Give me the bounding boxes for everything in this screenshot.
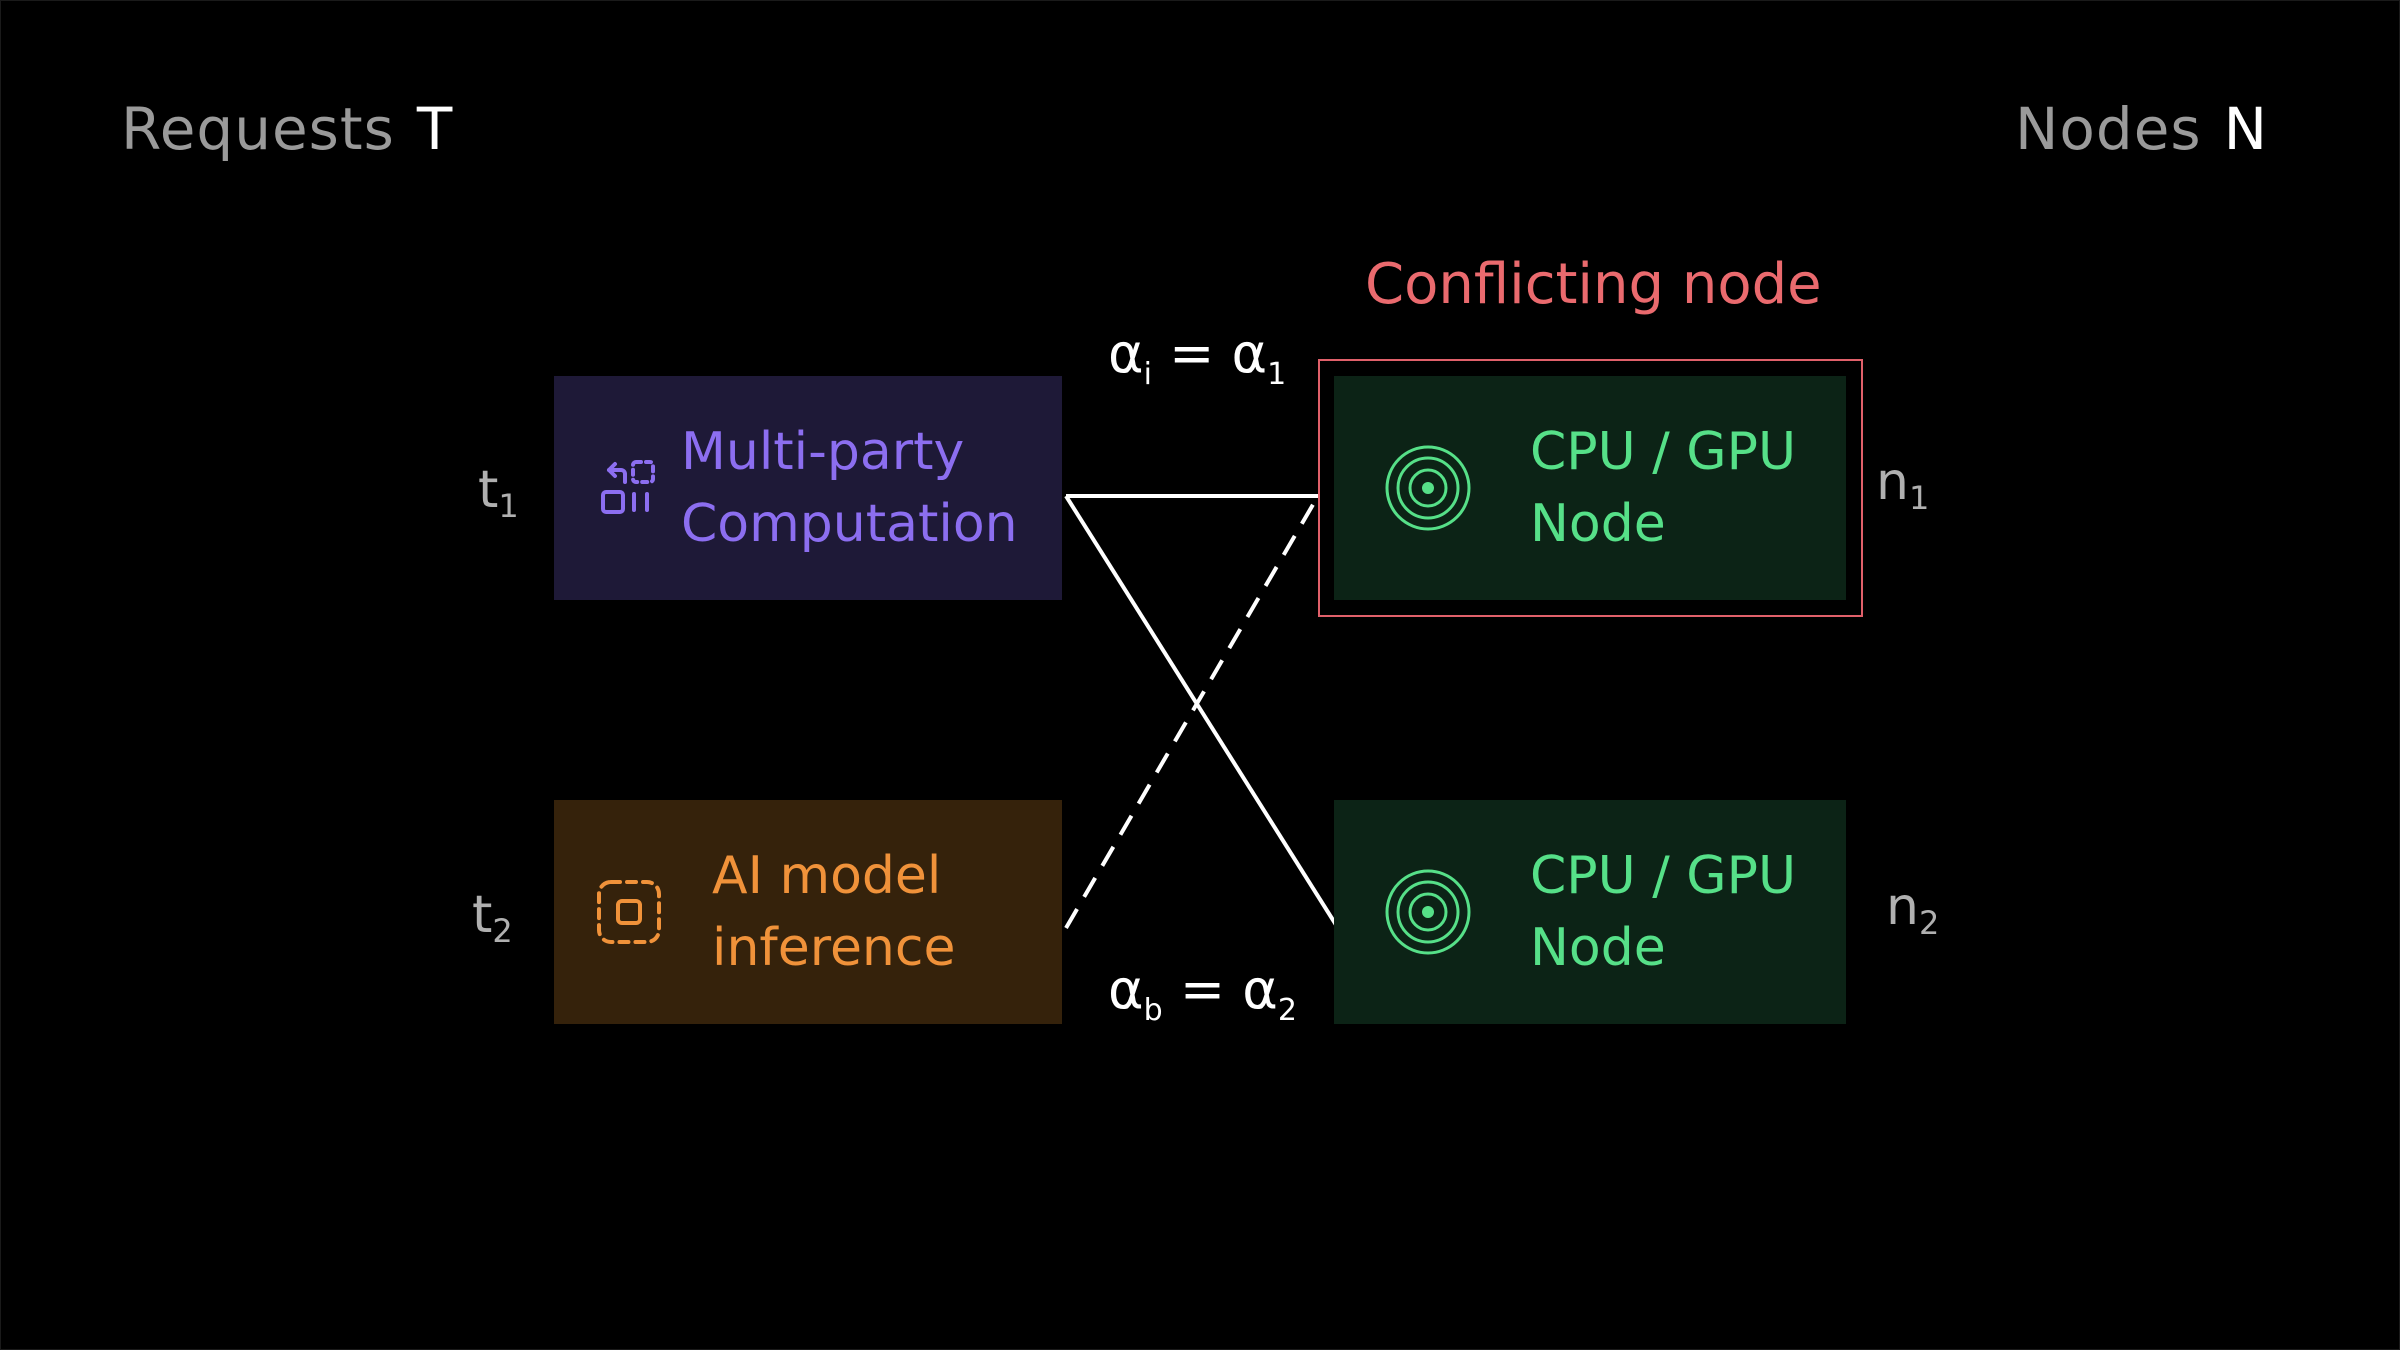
conflicting-node-label: Conflicting node [1365,252,1822,317]
ai-chip-icon [597,880,661,944]
task-1-index: t1 [478,460,519,525]
requests-label: Requests [121,95,395,163]
requests-symbol: T [416,95,454,163]
nodes-symbol: N [2223,95,2268,163]
node-2-index: n2 [1886,877,1940,942]
node-2-line1: CPU / GPU [1530,846,1797,906]
link-t1-n2 [1064,494,1340,930]
nodes-header: Nodes N [2015,95,2268,163]
task-ai-line1: AI model [712,846,942,906]
task-mpc-line2: Computation [681,494,1018,554]
task-mpc-label: Multi-party Computation [681,416,1018,560]
task-ai-box[interactable]: AI model inference [554,800,1062,1024]
node-1-line2: Node [1530,494,1666,554]
assignment-top: αi = α1 [1108,322,1287,392]
mpc-swap-icon [601,460,655,514]
target-rings-icon [1385,869,1471,955]
task-2-index: t2 [472,885,513,950]
node-1-line1: CPU / GPU [1530,422,1797,482]
node-2-line2: Node [1530,918,1666,978]
task-mpc-box[interactable]: Multi-party Computation [554,376,1062,600]
node-1-box[interactable]: CPU / GPU Node [1334,376,1846,600]
nodes-label: Nodes [2015,95,2202,163]
node-2-label: CPU / GPU Node [1530,840,1796,984]
task-ai-line2: inference [712,918,956,978]
requests-header: Requests T [121,95,453,163]
link-t2-n1-dashed [1064,494,1320,930]
target-rings-icon [1385,445,1471,531]
conflicting-node-frame [1318,359,1863,617]
node-1-index: n1 [1876,452,1930,517]
task-ai-label: AI model inference [712,840,955,984]
task-mpc-line1: Multi-party [681,422,965,482]
node-2-box[interactable]: CPU / GPU Node [1334,800,1846,1024]
node-1-label: CPU / GPU Node [1530,416,1796,560]
assignment-bottom: αb = α2 [1108,958,1297,1028]
